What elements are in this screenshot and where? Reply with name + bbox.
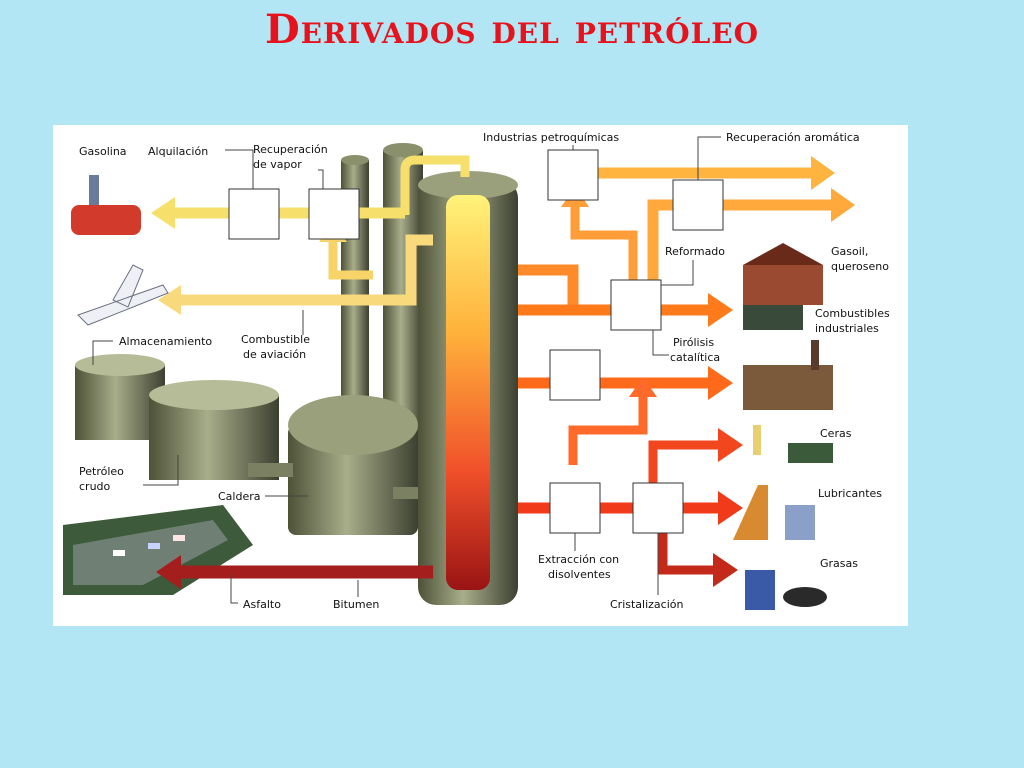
- label-lubricantes: Lubricantes: [818, 487, 882, 500]
- label-combustible-aviacion-2: de aviación: [243, 348, 306, 361]
- box-pirolisis: [549, 349, 601, 401]
- highway-lanes: [73, 520, 228, 585]
- flow-petroquimica: [570, 205, 638, 290]
- flow-ceras: [648, 440, 718, 490]
- label-gasoil-2: queroseno: [831, 260, 889, 273]
- label-gasolina: Gasolina: [79, 145, 127, 158]
- box-petroquimica: [547, 149, 599, 201]
- label-asfalto: Asfalto: [243, 598, 281, 611]
- label-caldera: Caldera: [218, 490, 261, 503]
- box-alquilacion: [228, 188, 280, 240]
- label-ceras: Ceras: [820, 427, 852, 440]
- leader-almacenamiento: [92, 340, 113, 365]
- label-extraccion-1: Extracción con: [538, 553, 619, 566]
- leader-lines: [92, 136, 721, 604]
- box-aromatica: [672, 179, 724, 231]
- box-recuperacion-vapor: [308, 188, 360, 240]
- boiler-body: [288, 425, 418, 535]
- car-icon: [71, 205, 141, 235]
- oil-can-icon: [733, 485, 768, 540]
- label-petroleo-crudo-1: Petróleo: [79, 465, 124, 478]
- gas-pump-icon: [89, 175, 99, 205]
- label-recuperacion-aromatica: Recuperación aromática: [726, 131, 860, 144]
- label-almacenamiento: Almacenamiento: [119, 335, 212, 348]
- candle-icon: [753, 425, 761, 455]
- flow-aviation: [178, 234, 433, 306]
- arrow-aromatica: [831, 188, 855, 222]
- distillation-column-top: [418, 171, 518, 199]
- house-icon: [743, 265, 823, 305]
- box-extraccion: [549, 482, 601, 534]
- car-3: [173, 535, 185, 541]
- flow-vapor-up: [328, 240, 373, 280]
- leader-reformado: [661, 260, 694, 286]
- box-reformado: [610, 279, 662, 331]
- grease-pile-icon: [783, 587, 827, 607]
- storage-tank-2-top: [149, 380, 279, 410]
- leader-alquilacion: [225, 149, 254, 189]
- flow-level1: [518, 264, 613, 316]
- label-petroleo-crudo-2: crudo: [79, 480, 111, 493]
- label-alquilacion: Alquilación: [148, 145, 208, 158]
- label-gasoil-1: Gasoil,: [831, 245, 868, 258]
- arrow-gasoil: [708, 293, 733, 327]
- label-cristalizacion: Cristalización: [610, 598, 684, 611]
- grease-bucket-icon: [745, 570, 775, 610]
- leader-recuperacion: [318, 169, 324, 189]
- wax-block-icon: [788, 443, 833, 463]
- label-pirolisis-2: catalítica: [670, 351, 720, 364]
- refinery-svg: Gasolina Alquilación Recuperación de vap…: [63, 131, 890, 611]
- refinery-diagram: Gasolina Alquilación Recuperación de vap…: [53, 125, 908, 626]
- flow-pirolisis-up: [568, 395, 648, 465]
- stack-back-1-top: [341, 155, 369, 165]
- arrow-lubricantes: [718, 491, 743, 525]
- arrow-grasas: [713, 553, 738, 587]
- flow-grasas: [658, 525, 713, 575]
- label-combustible-aviacion-1: Combustible: [241, 333, 310, 346]
- factory-chimney-icon: [811, 340, 819, 370]
- arrow-industrial: [708, 366, 733, 400]
- house-roof-icon: [743, 243, 823, 265]
- arrow-ceras: [718, 428, 743, 462]
- slide-title: Derivados del petróleo: [264, 6, 760, 53]
- boiler-dome: [288, 395, 418, 455]
- label-extraccion-2: disolventes: [548, 568, 611, 581]
- factory-icon: [743, 365, 833, 410]
- flow-top-pipe: [400, 155, 470, 215]
- leader-pirolisis: [652, 330, 669, 356]
- arrow-pirolisis-up: [629, 377, 657, 397]
- label-combustibles-industriales-2: industriales: [815, 322, 879, 335]
- boiler-pipe: [248, 463, 293, 477]
- leader-aromatica: [697, 136, 721, 180]
- label-recuperacion-vapor-2: de vapor: [253, 158, 302, 171]
- arrow-aviacion: [158, 285, 181, 315]
- car-2: [148, 543, 160, 549]
- label-bitumen: Bitumen: [333, 598, 379, 611]
- arrow-petro-out: [811, 156, 835, 190]
- box-cristalizacion: [632, 482, 684, 534]
- arrow-gasolina: [151, 197, 175, 229]
- car-1: [113, 550, 125, 556]
- leader-asfalto: [230, 575, 238, 604]
- distillation-column-core: [446, 195, 490, 590]
- lubricant-bottle-icon: [785, 505, 815, 540]
- airplane-icon: [77, 264, 169, 326]
- arrow-asfalto: [156, 555, 181, 589]
- label-industrias-petroquimicas: Industrias petroquímicas: [483, 131, 619, 144]
- storage-tank-1-top: [75, 354, 165, 376]
- flow-aromatica: [647, 199, 833, 290]
- label-reformado: Reformado: [665, 245, 725, 258]
- label-pirolisis-1: Pirólisis: [673, 336, 714, 349]
- label-recuperacion-vapor-1: Recuperación: [253, 143, 328, 156]
- stack-back-2-top: [383, 143, 423, 157]
- label-combustibles-industriales-1: Combustibles: [815, 307, 890, 320]
- truck-icon: [743, 305, 803, 330]
- leader-petroleo: [143, 455, 179, 486]
- label-grasas: Grasas: [820, 557, 858, 570]
